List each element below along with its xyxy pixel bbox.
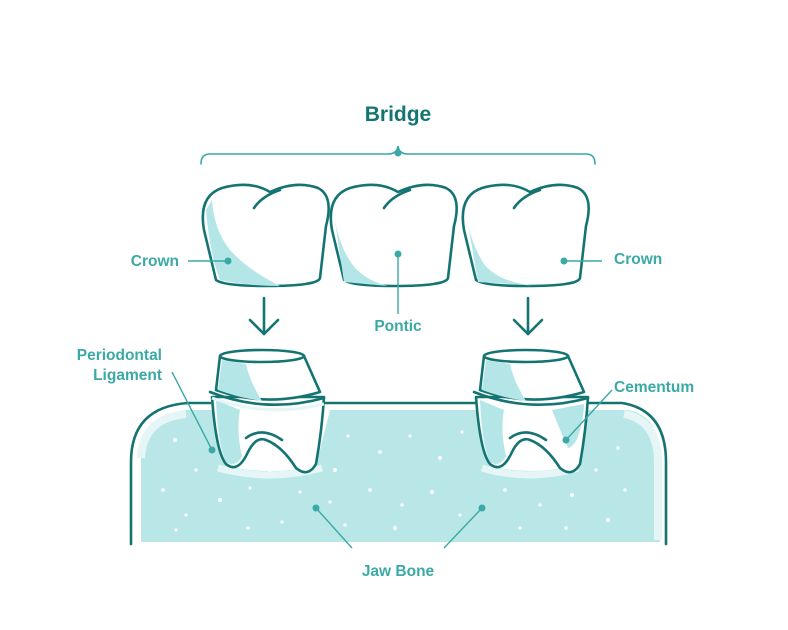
crown-left-label: Crown — [131, 253, 179, 270]
crown-right-label: Crown — [614, 251, 662, 268]
leader-dots — [208, 250, 570, 512]
periodontal-label-line2: Ligament — [93, 367, 162, 384]
bridge-bracket — [200, 145, 596, 165]
bridge-bracket-dot — [394, 149, 402, 157]
bone-texture — [161, 430, 627, 532]
jaw-bone-leader-right — [443, 507, 483, 549]
periodontal-leader — [171, 371, 213, 451]
jaw-bone — [129, 401, 668, 546]
left-abutment-tooth — [208, 348, 326, 474]
right-abutment-tooth — [472, 348, 590, 474]
arrow-down-icon — [512, 296, 544, 336]
left-crown — [201, 183, 330, 288]
jaw-bone-leader-left — [315, 507, 353, 549]
right-crown — [461, 183, 590, 288]
leader-lines — [171, 254, 613, 549]
jaw-bone-label: Jaw Bone — [362, 563, 435, 580]
cementum-leader — [565, 389, 613, 441]
arrow-down-icon — [248, 296, 280, 336]
periodontal-label-line1: Periodontal — [77, 347, 162, 364]
cementum-label: Cementum — [614, 379, 694, 396]
pontic-label: Pontic — [374, 318, 422, 335]
bridge-crowns — [201, 183, 590, 288]
bridge-title: Bridge — [365, 103, 432, 126]
pontic-tooth — [329, 183, 458, 288]
